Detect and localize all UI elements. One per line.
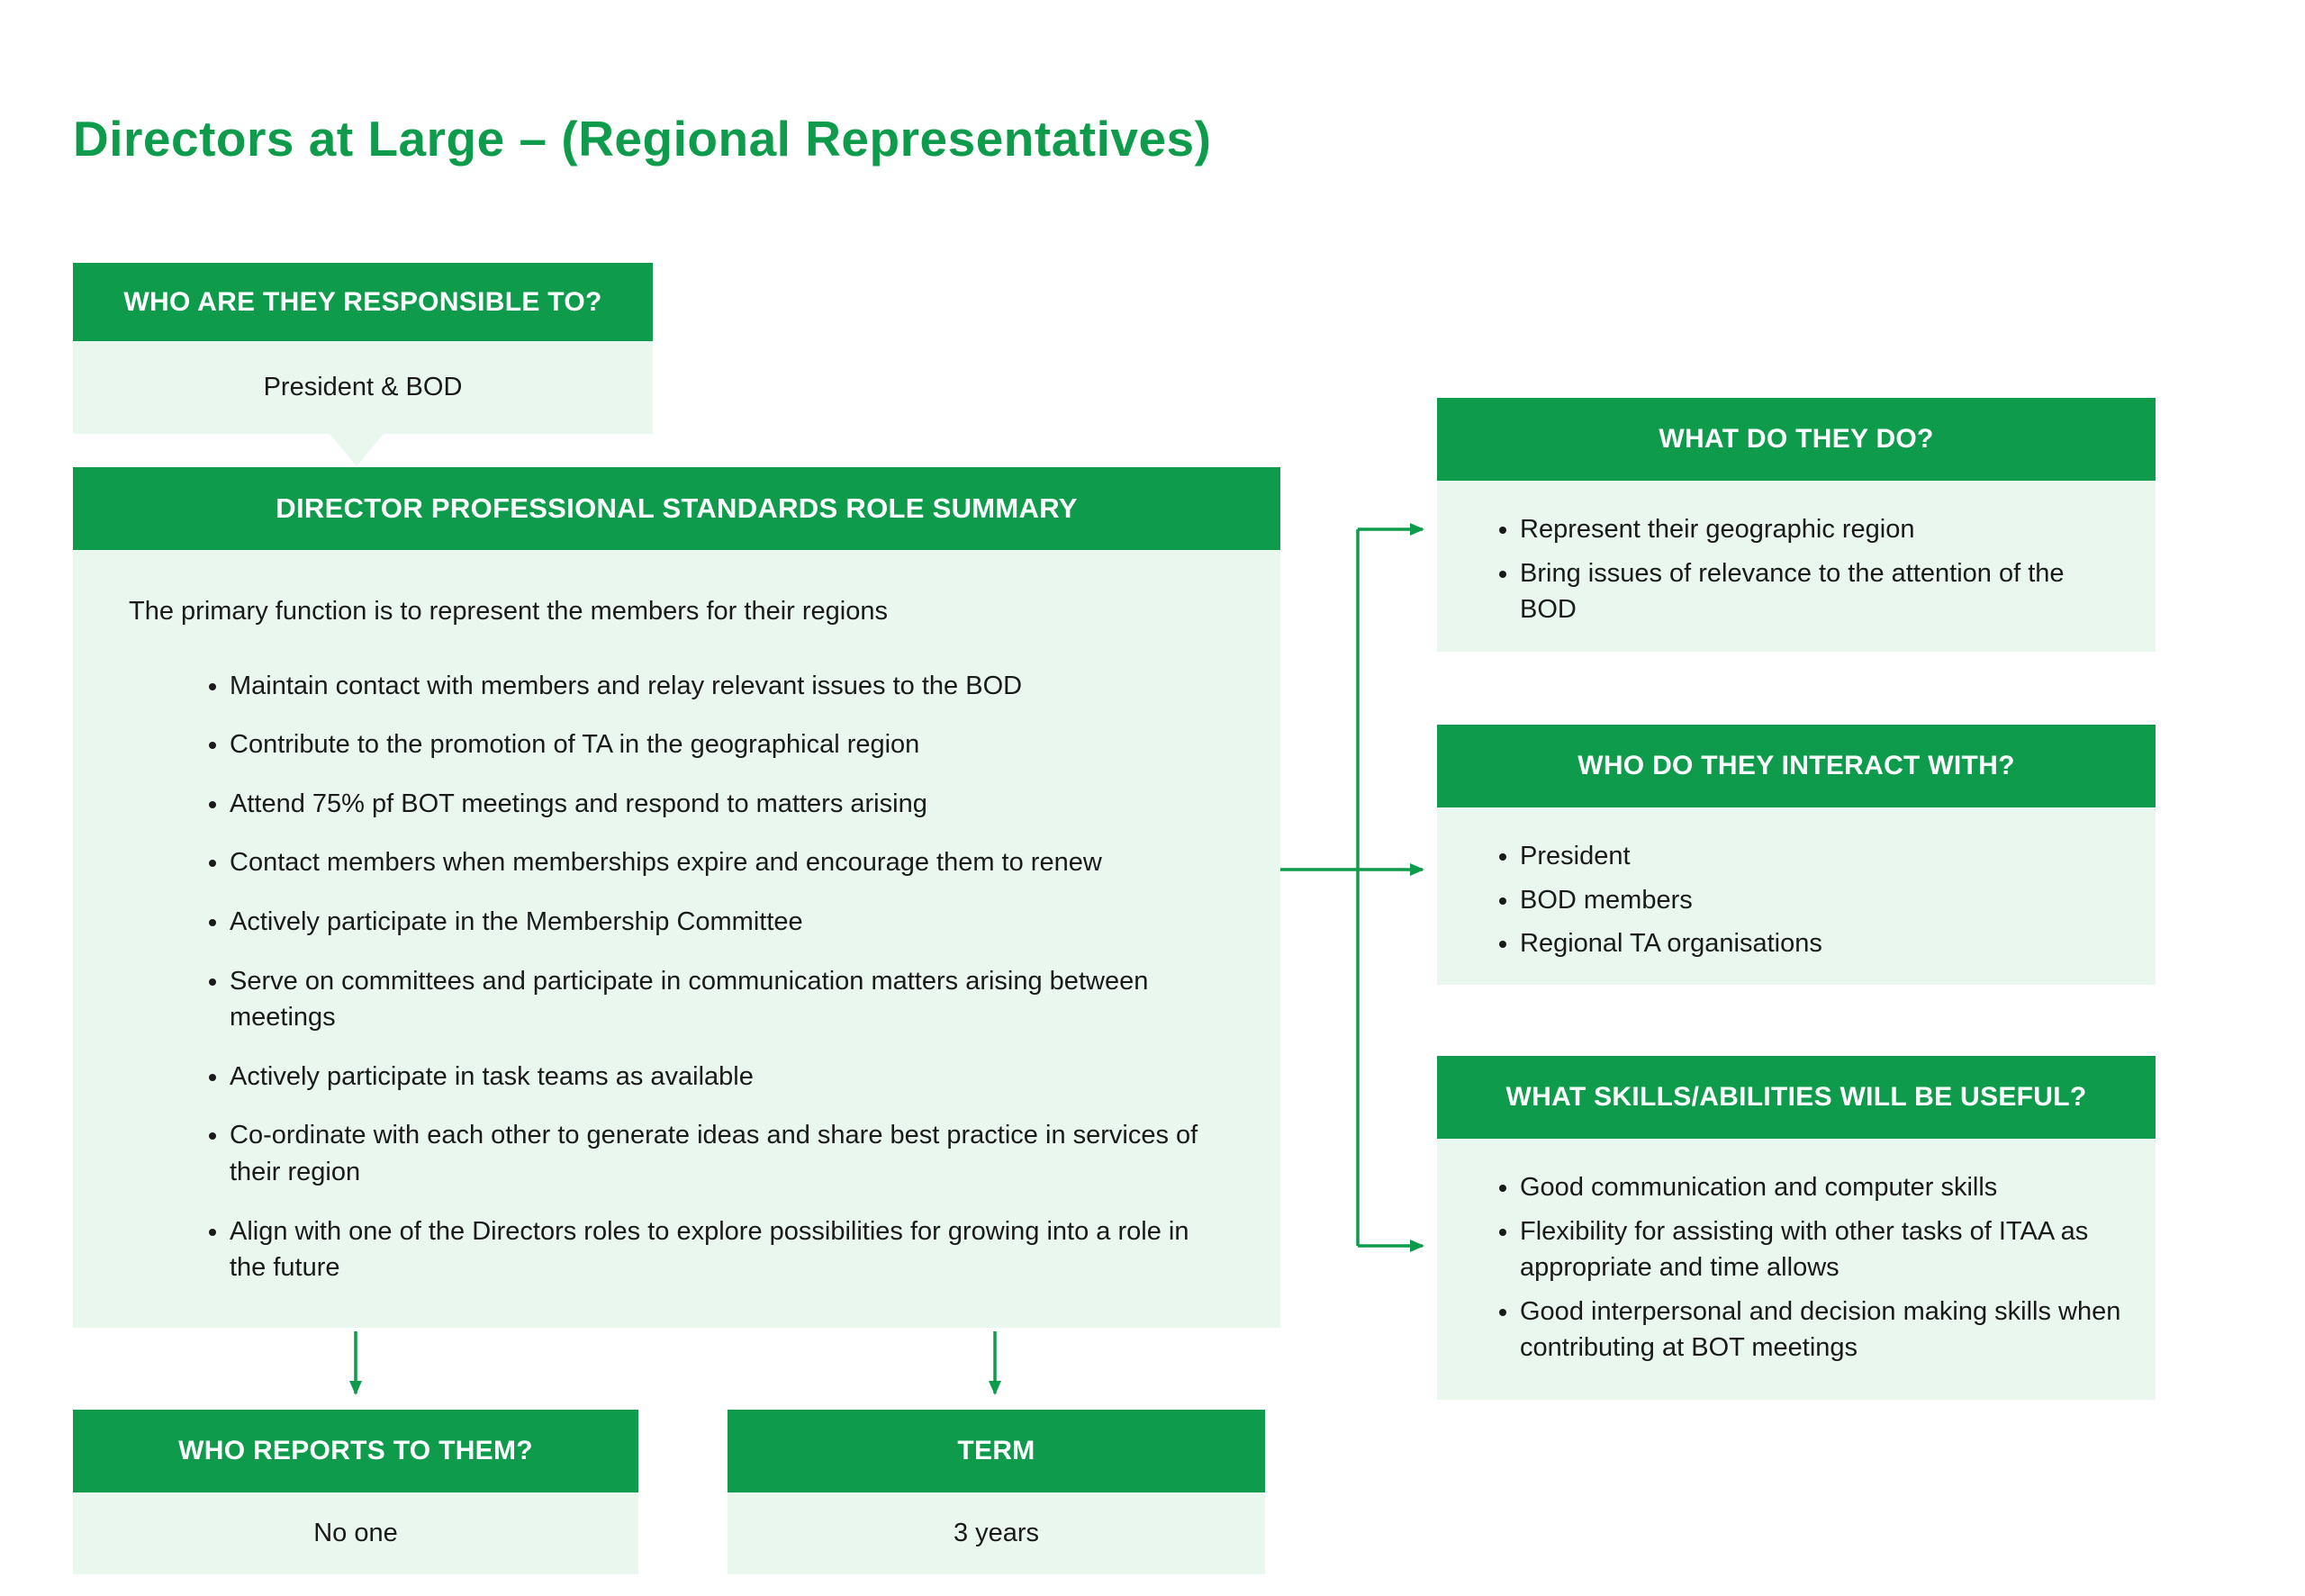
bullet-item: President [1520, 838, 2123, 875]
interact-bullet-list: PresidentBOD membersRegional TA organisa… [1437, 838, 2123, 962]
pointer-down-triangle [330, 434, 384, 466]
bullet-item: Represent their geographic region [1520, 511, 2123, 548]
reports-value: No one [73, 1492, 638, 1574]
bullet-item: Contribute to the promotion of TA in the… [230, 726, 1230, 763]
bullet-item: Align with one of the Directors roles to… [230, 1213, 1230, 1286]
bullet-item: Actively participate in task teams as av… [230, 1059, 1230, 1096]
what-do-box: WHAT DO THEY DO? Represent their geograp… [1437, 398, 2156, 652]
bullet-item: Good interpersonal and decision making s… [1520, 1294, 2123, 1366]
bullet-item: Regional TA organisations [1520, 925, 2123, 962]
role-summary-body: The primary function is to represent the… [73, 550, 1280, 1328]
what-do-body: Represent their geographic regionBring i… [1437, 481, 2156, 652]
term-box: TERM 3 years [728, 1410, 1265, 1574]
role-summary-box: DIRECTOR PROFESSIONAL STANDARDS ROLE SUM… [73, 467, 1280, 1328]
bullet-item: Contact members when memberships expire … [230, 844, 1230, 881]
responsible-to-box: WHO ARE THEY RESPONSIBLE TO? President &… [73, 263, 653, 434]
responsible-to-header: WHO ARE THEY RESPONSIBLE TO? [73, 263, 653, 341]
page-title: Directors at Large – (Regional Represent… [73, 111, 1212, 167]
skills-body: Good communication and computer skillsFl… [1437, 1139, 2156, 1400]
bullet-item: BOD members [1520, 882, 2123, 919]
reports-header: WHO REPORTS TO THEM? [73, 1410, 638, 1492]
term-header: TERM [728, 1410, 1265, 1492]
interact-body: PresidentBOD membersRegional TA organisa… [1437, 807, 2156, 985]
skills-header: WHAT SKILLS/ABILITIES WILL BE USEFUL? [1437, 1056, 2156, 1139]
skills-bullet-list: Good communication and computer skillsFl… [1437, 1169, 2123, 1366]
bullet-item: Actively participate in the Membership C… [230, 904, 1230, 941]
reports-box: WHO REPORTS TO THEM? No one [73, 1410, 638, 1574]
what-do-header: WHAT DO THEY DO? [1437, 398, 2156, 481]
skills-box: WHAT SKILLS/ABILITIES WILL BE USEFUL? Go… [1437, 1056, 2156, 1400]
term-value: 3 years [728, 1492, 1265, 1574]
what-do-bullet-list: Represent their geographic regionBring i… [1437, 511, 2123, 628]
interact-header: WHO DO THEY INTERACT WITH? [1437, 725, 2156, 807]
role-summary-intro: The primary function is to represent the… [129, 597, 888, 626]
bullet-item: Co-ordinate with each other to generate … [230, 1117, 1230, 1190]
bullet-item: Flexibility for assisting with other tas… [1520, 1213, 2123, 1286]
interact-box: WHO DO THEY INTERACT WITH? PresidentBOD … [1437, 725, 2156, 985]
bullet-item: Good communication and computer skills [1520, 1169, 2123, 1206]
bullet-item: Maintain contact with members and relay … [230, 668, 1230, 705]
responsible-to-value: President & BOD [73, 341, 653, 434]
role-summary-bullet-list: Maintain contact with members and relay … [129, 668, 1230, 1286]
bullet-item: Serve on committees and participate in c… [230, 963, 1230, 1036]
bullet-item: Bring issues of relevance to the attenti… [1520, 555, 2123, 628]
bullet-item: Attend 75% pf BOT meetings and respond t… [230, 786, 1230, 823]
role-summary-header: DIRECTOR PROFESSIONAL STANDARDS ROLE SUM… [73, 467, 1280, 550]
